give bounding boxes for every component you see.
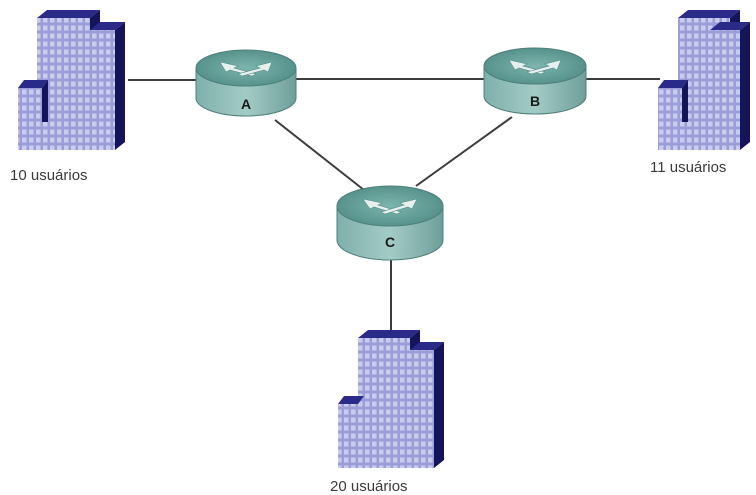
link-router-a-to-router-c [274,119,365,191]
router-label-a: A [241,96,251,112]
building-icon [18,10,125,150]
link-router-b-to-router-c [415,116,513,187]
site-label-a: 10 usuários [10,167,88,184]
router-icon: C [336,185,444,261]
links [128,78,660,335]
site-label-b: 11 usuários [650,159,726,176]
site-label-c: 20 usuários [330,478,408,495]
router-label-c: C [385,234,395,250]
router-icon: A [195,49,297,117]
router-label-b: B [530,93,540,109]
building-icon [658,10,750,150]
router-icon: B [483,47,587,115]
building-icon [338,330,444,468]
